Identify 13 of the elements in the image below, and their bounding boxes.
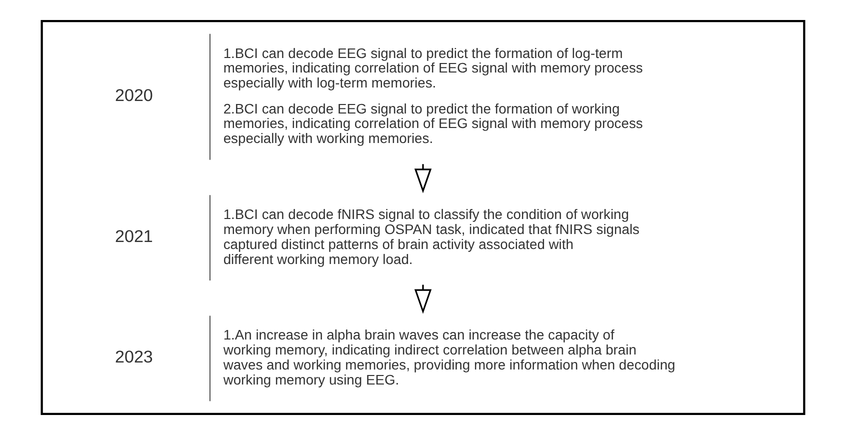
node-label: 1.An increase in alpha brain waves can increase the capacity of working memory, indicating indirect correlation between alpha brain waves and working memories, providing more information when decoding working memory using EEG. xyxy=(222,326,675,388)
arrow xyxy=(414,284,432,314)
node-label: 1.BCI can decode EEG signal to predict the formation of log-term memories, indicating correlation of EEG signal with memory process especially with log-term memories. xyxy=(222,44,642,91)
arrow xyxy=(414,164,432,194)
node-box xyxy=(208,316,210,402)
node-box xyxy=(208,34,210,160)
node-label: 1.BCI can decode fNIRS signal to classify the condition of working memory when performing OSPAN task, indicated that fNIRS signals captured distinct patterns of brain activity associated with different working memory load. xyxy=(222,206,640,267)
node-box xyxy=(208,195,210,280)
node-label: 2023 xyxy=(114,348,152,366)
node-label: 2021 xyxy=(114,226,152,246)
node-label: 2020 xyxy=(114,86,152,105)
cluster xyxy=(40,20,805,416)
node-label: 2.BCI can decode EEG signal to predict the formation of working memories, indicating correlation of EEG signal with memory process especially with working memories. xyxy=(222,100,642,146)
